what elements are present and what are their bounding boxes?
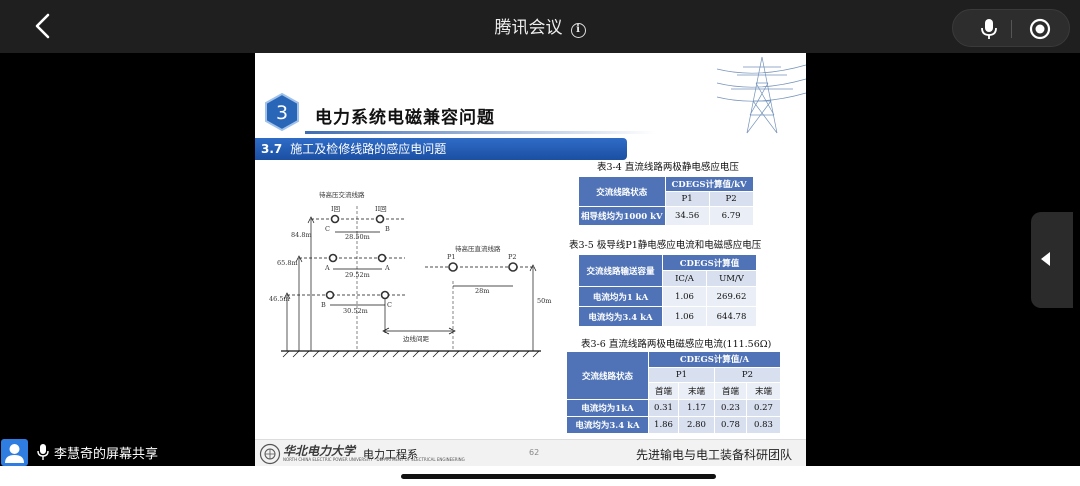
table2-subheader: UM/V [706,270,757,287]
ac-line-label: 待高压交流线路 [319,190,365,199]
height-label-2: 65.8m [277,259,298,267]
table1-caption: 表3-4 直流线路两极静电感应电压 [597,162,739,173]
university-logo-icon [259,443,281,465]
table1-row-label: 相导线均为1000 kV [578,206,666,226]
table2: 交流线路输送容量 CDEGS计算值 IC/A UM/V 电流均为1 kA 1.0… [578,254,757,327]
table2-cell: 269.62 [706,286,757,307]
table3-row-label: 电流均为1kA [566,399,649,417]
table3-subheader: 首端 [714,382,747,400]
phase-label-b-right: B [385,225,390,233]
table2-row-header: 交流线路输送容量 [578,254,663,287]
table3-cell: 1.17 [678,399,715,417]
back-icon[interactable] [28,10,60,42]
info-icon[interactable]: i [570,23,586,38]
span-label-5: 边线间距 [403,334,430,343]
phase-label-c-left: C [325,225,330,233]
university-name-en: NORTH CHINA ELECTRIC POWER UNIVERSITY · … [283,457,465,462]
table2-row-label: 电流均为3.4 kA [578,306,663,327]
page-number: 62 [529,448,540,457]
pole-label-p1: P1 [447,253,456,261]
table1-row-header: 交流线路状态 [578,176,666,207]
table3-subheader: 末端 [746,382,781,400]
table1-cell: 34.56 [664,206,710,226]
circuit-label-1: I回 [331,205,340,213]
height-label-4: 50m [537,297,551,305]
university-name: 华北电力大学 [283,444,356,458]
table3-cell: 0.27 [746,399,781,417]
microphone-icon [37,444,49,460]
shared-slide: 3 电力系统电磁兼容问题 3.7 施工及检修线路的感应电问题 [255,53,807,466]
height-label-3: 46.5m [269,295,290,303]
circuit-label-2: II回 [375,205,387,213]
table1-cell: 6.79 [708,206,754,226]
span-label-2: 29.52m [345,271,370,279]
table2-cell: 644.78 [706,306,757,327]
pole-label-p2: P2 [508,253,517,261]
table1: 交流线路状态 CDEGS计算值/kV P1 P2 相导线均为1000 kV 34… [578,176,754,226]
table3: 交流线路状态 CDEGS计算值/A P1 P2 首端 末端 首端 末端 电流均为… [566,351,781,434]
table3-row-label: 电流均为3.4 kA [566,416,649,434]
avatar [1,438,28,466]
table3-subheader: 首端 [648,382,679,400]
chevron-left-icon [1041,252,1050,266]
table3-cell: 0.31 [648,399,679,417]
table2-caption: 表3-5 极导线P1静电感应电流和电磁感应电压 [569,240,762,251]
microphone-icon[interactable] [979,18,999,40]
table3-col-header: CDEGS计算值/A [648,351,781,368]
title-underline [305,131,655,134]
table2-cell: 1.06 [662,286,707,307]
table3-cell: 0.78 [714,416,747,434]
span-label-3: 30.52m [343,307,368,315]
phase-label-b-left: B [321,301,326,309]
table2-row-label: 电流均为1 kA [578,286,663,307]
team-name: 先进输电与电工装备科研团队 [635,448,792,462]
table1-subheader: P1 [664,191,710,207]
record-icon[interactable] [1029,18,1051,40]
section-number-badge: 3 [265,92,299,132]
table2-subheader: IC/A [662,270,707,287]
screen-share-label: 李慧奇的屏幕共享 [0,437,158,467]
dc-line-label: 待高压直流线路 [455,244,501,253]
span-label-4: 28m [475,287,489,295]
table3-cell: 1.86 [648,416,679,434]
transmission-line-diagram: 待高压交流线路 待高压直流线路 I回 II回 C B A A B C P1 P2… [269,190,551,358]
top-bar: 腾讯会议 i [0,0,1080,53]
subsection-bar: 3.7 施工及检修线路的感应电问题 [255,138,627,160]
slide-title: 电力系统电磁兼容问题 [315,108,495,128]
table3-pole-header: P2 [714,366,781,384]
user-icon [5,443,24,463]
table3-cell: 0.23 [714,399,747,417]
section-number: 3 [276,102,288,124]
meeting-title-group: 腾讯会议 i [0,13,1080,38]
table1-col-header: CDEGS计算值/kV [664,176,754,192]
subsection-title: 施工及检修线路的感应电问题 [290,142,447,156]
table3-pole-header: P1 [648,366,715,384]
table3-caption: 表3-6 直流线路两极电磁感应电流(111.56Ω) [581,339,772,350]
table1-subheader: P2 [708,191,754,207]
slide-footer: 华北电力大学 NORTH CHINA ELECTRIC POWER UNIVER… [255,439,806,466]
subsection-number: 3.7 [261,142,283,156]
table2-col-header: CDEGS计算值 [662,254,757,271]
phase-label-c-right: C [387,301,392,309]
phase-label-a-left: A [324,264,330,272]
table2-cell: 1.06 [662,306,707,327]
table3-row-header: 交流线路状态 [566,351,649,400]
span-label-1: 28.50m [345,233,370,241]
table3-cell: 2.80 [678,416,715,434]
divider [1011,20,1012,38]
side-panel-toggle[interactable] [1031,212,1073,308]
department-name: 电力工程系 [363,448,418,461]
audio-controls [952,9,1070,47]
table3-cell: 0.83 [746,416,781,434]
home-indicator[interactable] [401,474,716,479]
sharer-name: 李慧奇的屏幕共享 [54,446,159,462]
phase-label-a-right: A [384,264,390,272]
height-label-1: 84.8m [291,231,312,239]
meeting-title: 腾讯会议 [494,18,563,38]
power-tower-icon [716,56,807,134]
table3-subheader: 末端 [678,382,715,400]
